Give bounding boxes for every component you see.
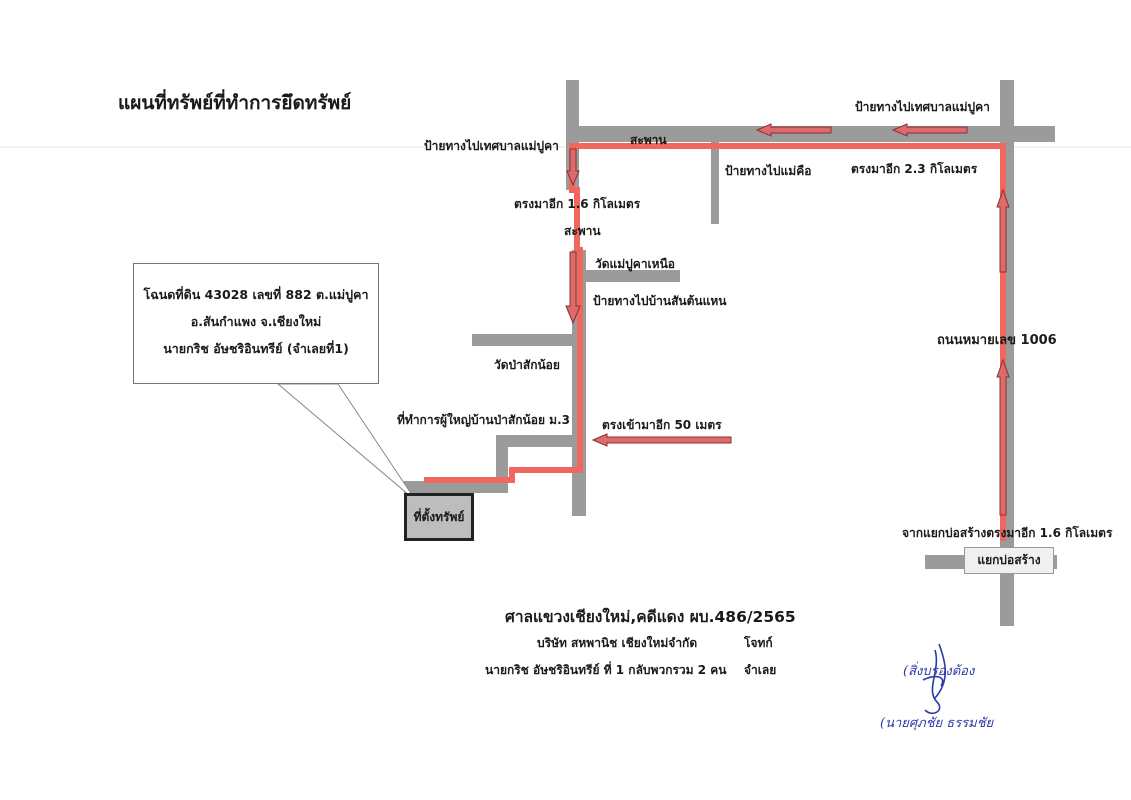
label-road-1006: ถนนหมายเลข 1006: [937, 333, 1057, 348]
plaintiff-name: บริษัท สหพานิช เชียงใหม่จำกัด: [537, 636, 698, 650]
arrow-left-top-middle: [755, 123, 832, 137]
label-straight-2-3km: ตรงมาอีก 2.3 กิโลเมตร: [851, 162, 978, 176]
label-straight-1-6km: ตรงมาอีก 1.6 กิโลเมตร: [514, 197, 641, 211]
label-sign-san-ton-haen: ป้ายทางไปบ้านสันต้นแหน: [593, 294, 727, 308]
label-wat-mae-pu-kha-nuea: วัดแม่ปูคาเหนือ: [595, 257, 675, 271]
signature-scribble: [922, 643, 947, 715]
arrow-left-enter: [591, 433, 732, 447]
court-case: ศาลแขวงเชียงใหม่,คดีแดง ผบ.486/2565: [505, 608, 796, 626]
road-wat-pa-sak-branch: [472, 334, 574, 346]
signature-line-1: (สิ่งบรองต้อง: [903, 664, 975, 679]
plaintiff-role: โจทก์: [744, 636, 773, 650]
callout-line-owner: นายกริช อัษชริอินทรีย์ (จำเลยที่1): [163, 341, 349, 356]
label-sign-municipality-right: ป้ายทางไปเทศบาลแม่ปูคา: [855, 100, 990, 114]
label-village-head-office: ที่ทำการผู้ใหญ่บ้านป่าสักน้อย ม.3: [397, 413, 570, 427]
arrow-down-left-top: [566, 148, 580, 187]
callout-line-district: อ.สันกำแพง จ.เชียงใหม่: [190, 314, 322, 329]
label-sign-mae-khue: ป้ายทางไปแม่คือ: [725, 164, 812, 178]
arrow-left-top-right: [891, 123, 968, 137]
label-bridge-top: สะพาน: [630, 133, 667, 147]
callout-pointer: [276, 383, 417, 502]
label-wat-pa-sak-noi: วัดป่าสักน้อย: [494, 358, 560, 372]
road-village-branch: [496, 435, 574, 447]
road-village-step: [496, 435, 508, 483]
label-enter-50m: ตรงเข้ามาอีก 50 เมตร: [602, 418, 722, 432]
signature-line-2: (นายศุภชัย ธรรมชัย: [880, 716, 994, 731]
label-from-junction: จากแยกบ่อสร้างตรงมาอีก 1.6 กิโลเมตร: [902, 526, 1113, 540]
defendant-name: นายกริช อัษชริอินทรีย์ ที่ 1 กลับพวกรวม …: [485, 663, 727, 677]
route-line: [424, 143, 1006, 541]
property-site-box: ที่ตั้งทรัพย์: [404, 493, 474, 541]
arrow-up-right-lower: [996, 358, 1010, 516]
direction-arrows: [565, 123, 1010, 516]
page-title: แผนที่ทรัพย์ที่ทำการยึดทรัพย์: [118, 92, 352, 114]
defendant-role: จำเลย: [744, 663, 777, 677]
road-wat-north-branch: [584, 270, 680, 282]
callout-line-title-deed: โฉนดที่ดิน 43028 เลขที่ 882 ต.แม่ปูคา: [143, 287, 369, 302]
label-sign-municipality-left: ป้ายทางไปเทศบาลแม่ปูคา: [424, 139, 559, 153]
arrow-down-main: [565, 251, 581, 325]
arrow-up-right-upper: [996, 188, 1010, 273]
label-bridge-mid: สะพาน: [564, 224, 601, 238]
junction-box: แยกบ่อสร้าง: [964, 547, 1054, 574]
road-site-access: [404, 481, 508, 493]
property-callout: โฉนดที่ดิน 43028 เลขที่ 882 ต.แม่ปูคา อ.…: [133, 263, 379, 384]
road-mae-khue-branch: [711, 140, 719, 224]
